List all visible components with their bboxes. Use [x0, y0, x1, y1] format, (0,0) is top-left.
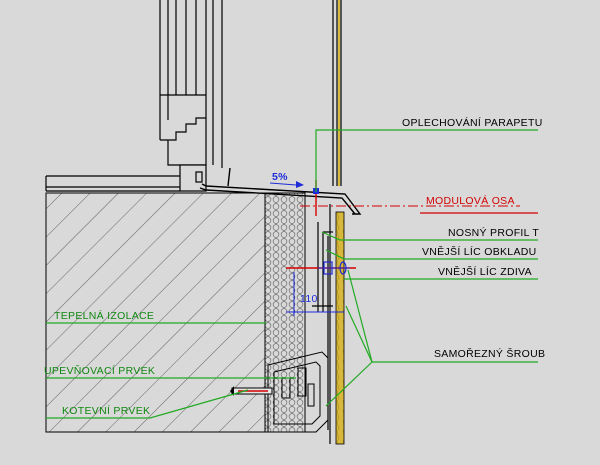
label-parapet-flashing: OPLECHOVÁNÍ PARAPETU	[402, 116, 543, 129]
label-fastening-element: UPEVŇOVACÍ PRVEK	[44, 364, 155, 377]
glazing-panel	[221, 0, 342, 186]
slope-label: 5%	[272, 171, 288, 183]
leader-lines	[46, 129, 538, 419]
label-thermal-insulation: TEPELNÁ IZOLACE	[54, 309, 154, 322]
dimension-110: 110	[286, 272, 344, 316]
label-anchor-element: KOTEVNÍ PRVEK	[62, 404, 150, 417]
label-self-tapping-screw: SAMOŘEZNÝ ŠROUB	[434, 347, 545, 360]
label-wall-face: VNĚJŠÍ LÍC ZDIVA	[438, 265, 532, 278]
label-profile-t: NOSNÝ PROFIL T	[448, 226, 539, 239]
slope-indicator: 5%	[269, 171, 304, 188]
window-frame	[159, 0, 214, 192]
window-sill	[45, 175, 180, 192]
dimension-label: 110	[300, 293, 318, 305]
cladding-board	[335, 211, 345, 445]
label-cladding-face: VNĚJŠÍ LÍC OBKLADU	[422, 245, 537, 258]
wall-screw	[286, 261, 356, 275]
anchor-bolt	[230, 386, 273, 396]
label-module-axis: MODULOVÁ OSA	[426, 194, 515, 207]
parapet-flashing-sheet	[199, 167, 362, 215]
